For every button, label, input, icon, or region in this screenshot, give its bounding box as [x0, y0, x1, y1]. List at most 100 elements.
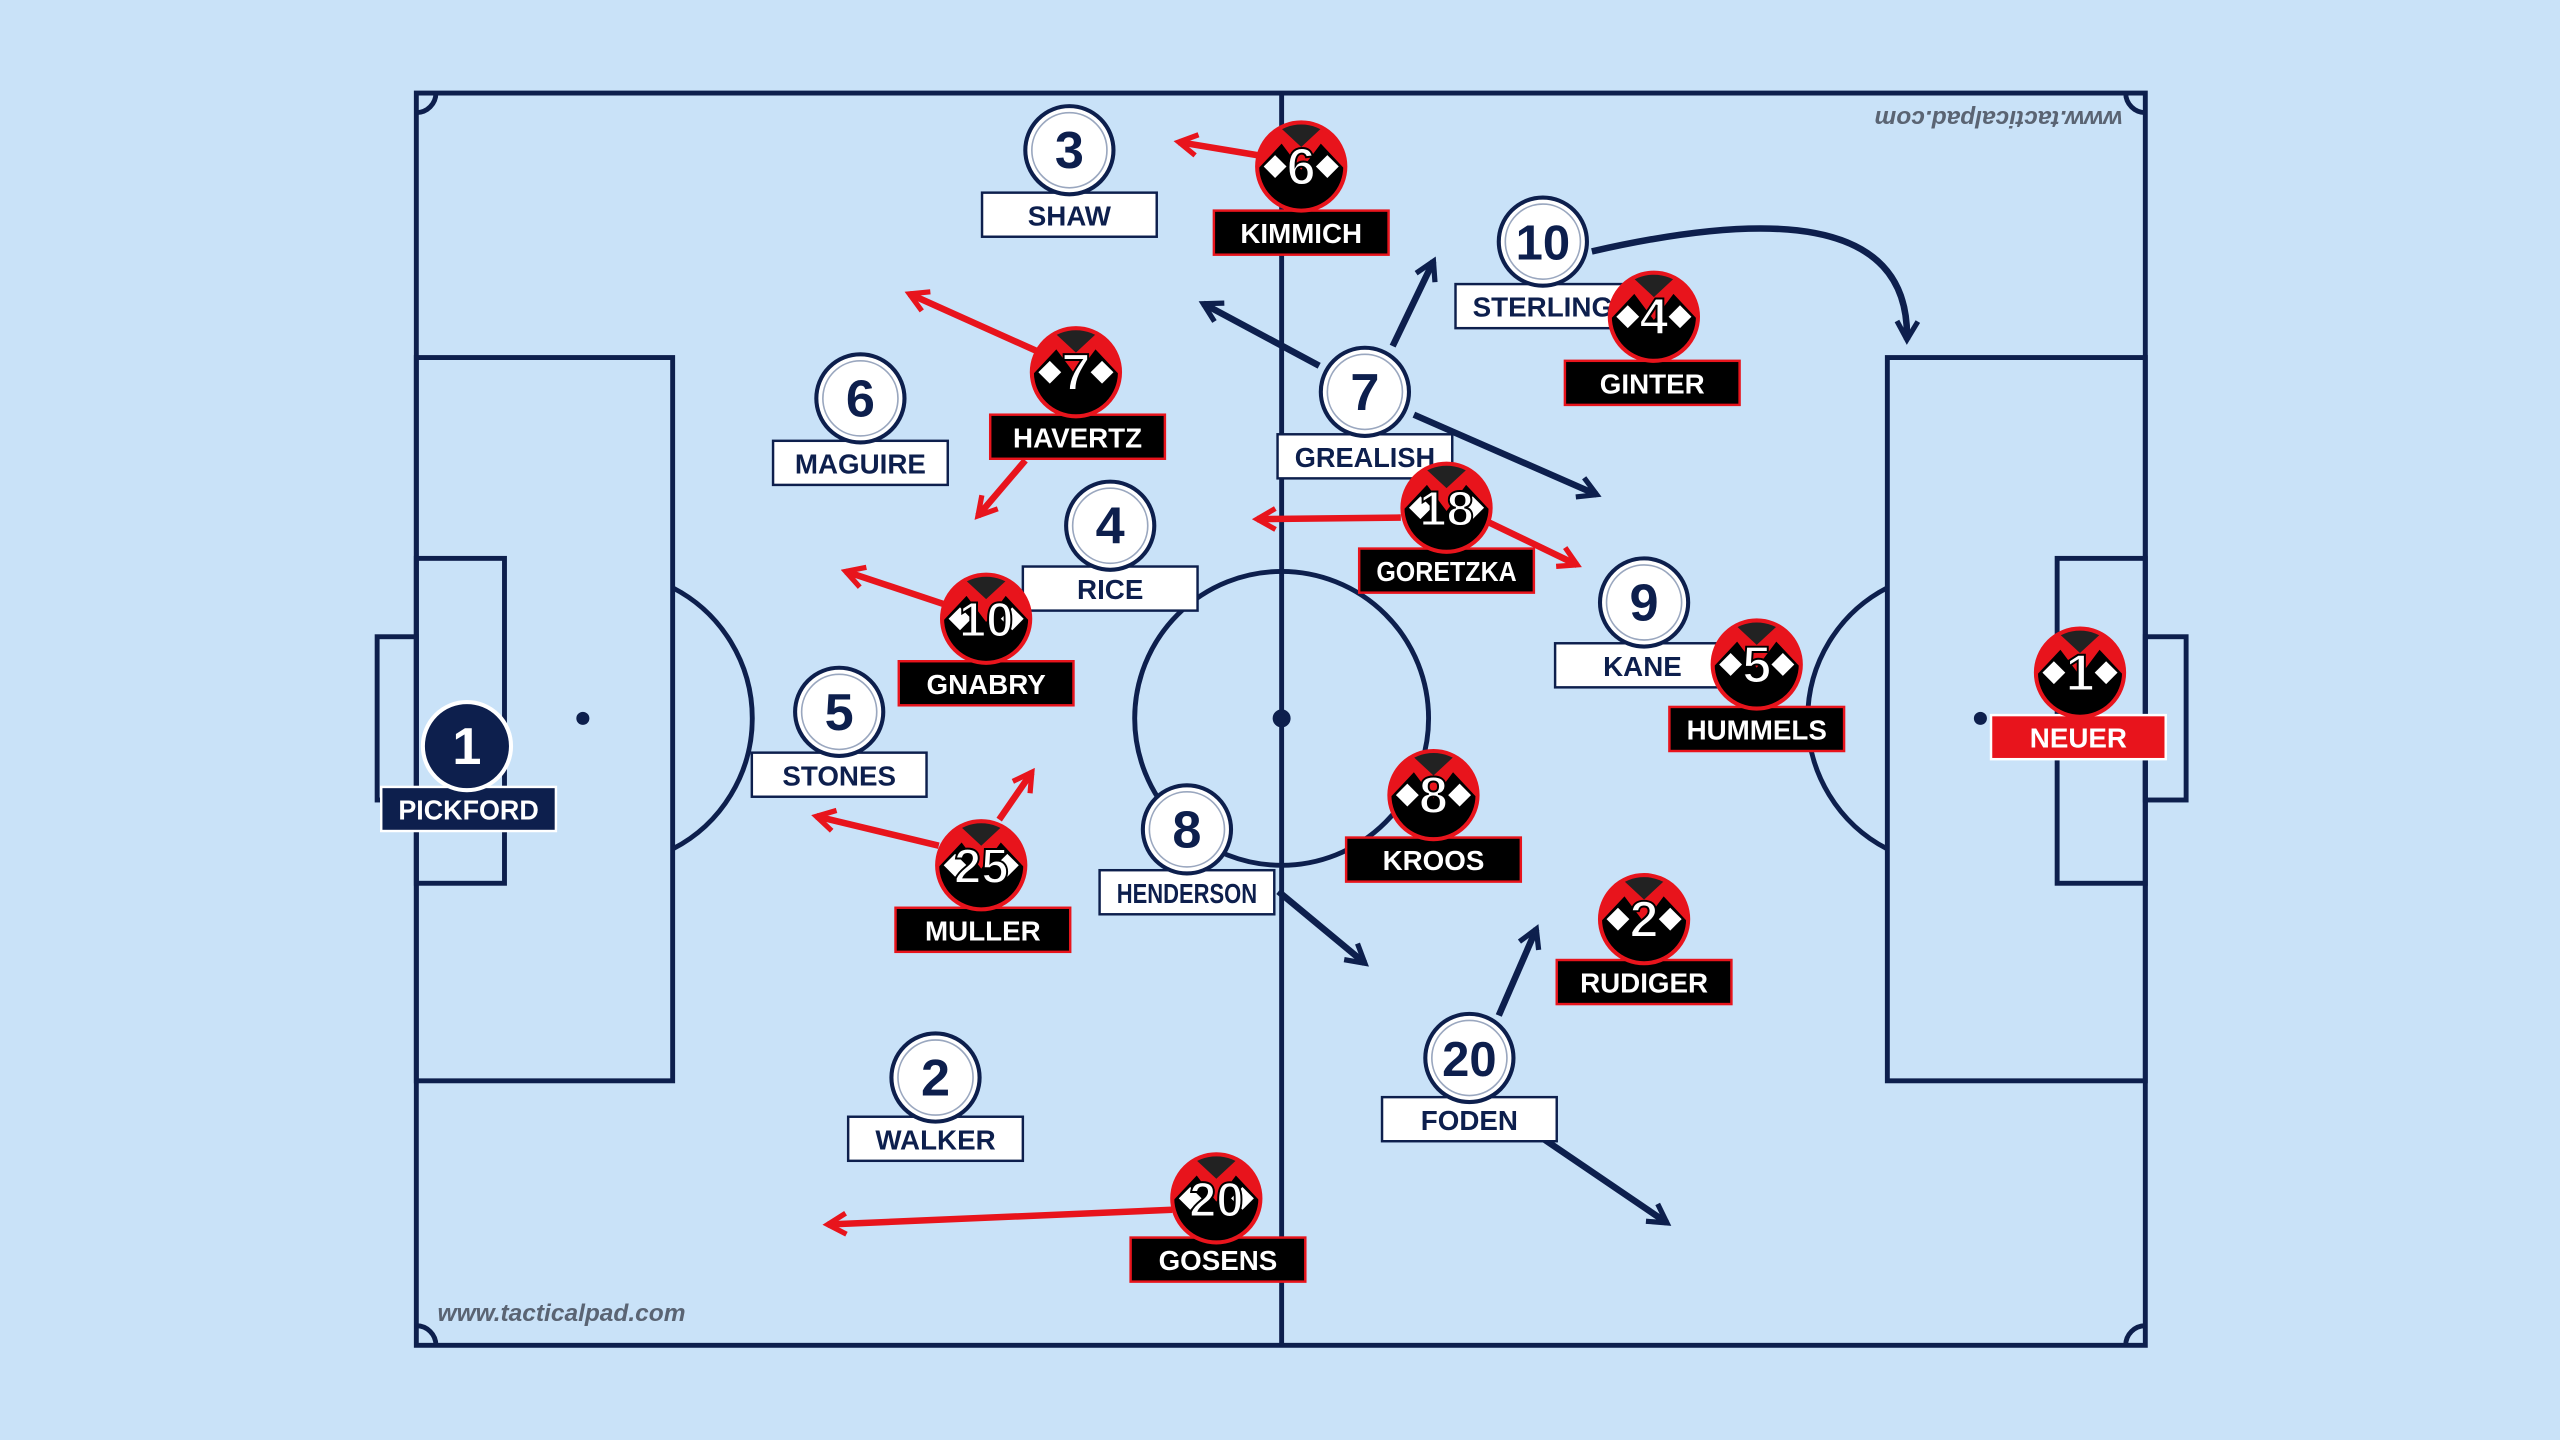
player-name: STONES [782, 760, 896, 791]
token-inner-ring [1431, 1019, 1508, 1097]
player-name-label-box [1129, 1236, 1307, 1283]
england-shirt-token [420, 700, 514, 793]
player-name: HUMMELS [1687, 715, 1827, 746]
diamond-icon [1606, 907, 1630, 931]
player-name: STERLING [1473, 292, 1613, 323]
germany-shirt-token [2033, 626, 2127, 719]
player-name: NEUER [2030, 723, 2127, 754]
left-penalty-arc [671, 585, 755, 852]
player-name-label-box [771, 439, 949, 487]
england-shirt-token [1423, 1011, 1516, 1105]
germany-movement-arrow [811, 807, 940, 849]
germany-shirt-token [1710, 618, 1803, 711]
player-name-label-box [1555, 958, 1733, 1006]
germany-shirt-token [940, 572, 1033, 665]
center-spot [1272, 709, 1291, 728]
england-shirt-token [1064, 479, 1157, 572]
player-name-label-box [1357, 547, 1536, 594]
england-movement-arrow [1542, 1136, 1672, 1226]
corner-arc [2123, 92, 2146, 116]
player-number: 10 [1516, 217, 1570, 271]
germany-movement-arrow [1251, 506, 1401, 532]
england-movement-arrow [1591, 225, 1921, 345]
player-number: 1 [452, 718, 481, 776]
player-number: 10 [959, 594, 1013, 648]
right-penalty-spot [1973, 711, 1987, 725]
player-name: RUDIGER [1580, 968, 1708, 999]
player-name: SHAW [1028, 200, 1112, 231]
england-shirt-token [1023, 104, 1116, 197]
player-name: MULLER [925, 915, 1041, 946]
diamond-icon [2094, 661, 2118, 685]
england-shirt-token [1496, 195, 1589, 288]
germany-shirt-token [1170, 1152, 1263, 1245]
england-shirt-token [793, 665, 886, 758]
player-name-label-box [846, 1115, 1025, 1163]
germany-movement-arrow [974, 458, 1028, 520]
germany-movement-arrow [1173, 132, 1258, 159]
player-number: 20 [1442, 1033, 1496, 1087]
player-number: 2 [1630, 891, 1659, 949]
player-number: 8 [1419, 767, 1448, 825]
player-number: 3 [1055, 122, 1084, 180]
player-number: 25 [954, 840, 1008, 894]
token-inner-ring [1504, 203, 1582, 280]
player-name: KIMMICH [1240, 218, 1362, 249]
player-name-label-box [1380, 1095, 1558, 1143]
diamond-icon [2042, 661, 2066, 685]
germany-shirt-token [935, 819, 1028, 912]
player-name-label-box [988, 413, 1167, 460]
germany-movement-arrow [840, 564, 945, 608]
corner-arc [416, 1323, 439, 1346]
player-number: 6 [846, 370, 875, 428]
token-inner-ring [1031, 111, 1108, 189]
player-name-label-box [1212, 209, 1390, 256]
player-name-label-box [1563, 359, 1741, 407]
diamond-icon [1000, 607, 1024, 631]
player-name-label-box [1668, 705, 1846, 753]
player-number: 1 [2065, 645, 2094, 703]
token-inner-ring [1071, 487, 1149, 565]
germany-movement-arrow [904, 289, 1039, 354]
token-inner-ring [897, 1039, 974, 1116]
left-penalty-spot [576, 711, 590, 725]
germany-movement-arrow [822, 1206, 1173, 1237]
germany-shirt-token [1607, 270, 1700, 363]
watermark-top-mirrored: www.tacticalpad.com [1875, 105, 2123, 132]
player-number: 4 [1096, 498, 1125, 556]
germany-movement-arrow [996, 767, 1035, 822]
player-name: GREALISH [1295, 442, 1435, 473]
movement-arrows [811, 132, 1921, 1237]
diamond-icon [1668, 305, 1692, 329]
england-movement-arrow [1389, 256, 1438, 348]
player-number: 9 [1630, 574, 1659, 632]
player-name: RICE [1077, 574, 1143, 605]
player-number: 6 [1287, 138, 1316, 196]
token-inner-ring [1605, 564, 1683, 641]
england-shirt-token [1597, 556, 1691, 649]
corner-arc [2123, 1323, 2146, 1346]
